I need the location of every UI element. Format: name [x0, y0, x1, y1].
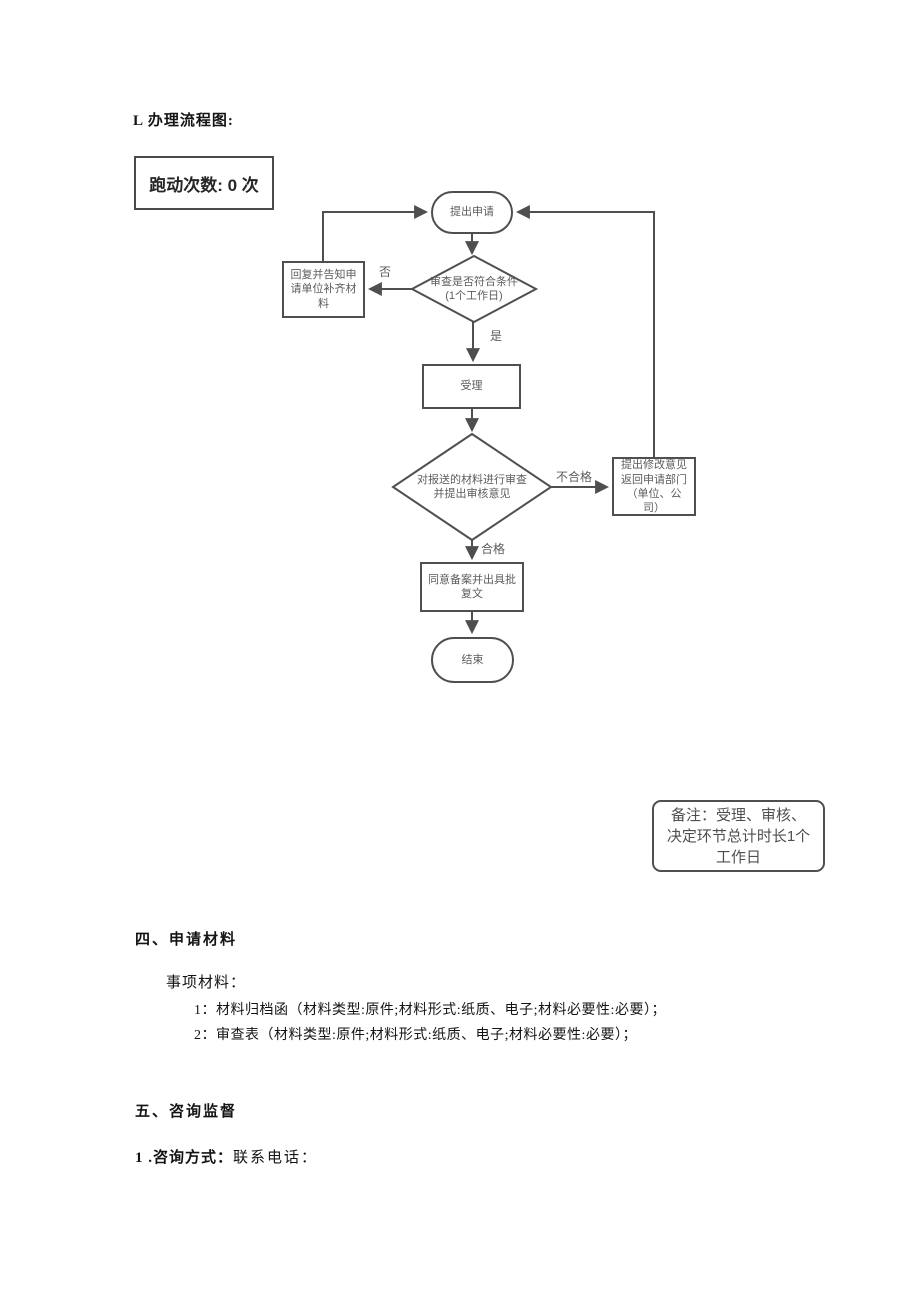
node-reply-line1: 回复并告知申 — [290, 269, 357, 282]
node-modify-box — [612, 457, 696, 516]
node-check1-line2: (1个工作日) — [445, 290, 503, 302]
node-check1-diamond — [409, 254, 539, 324]
consult-phone-label: 联系电话： — [233, 1150, 319, 1166]
section5-title: 五、咨询监督 — [135, 1104, 238, 1120]
node-reply-box — [282, 261, 365, 318]
run-count-label: 跑动次数: 0 次 — [149, 175, 259, 195]
note-line1: 备注：受理、审核、 — [670, 806, 806, 824]
node-end-shape — [431, 637, 514, 683]
edge-label-yes: 是 — [490, 329, 503, 343]
node-accept-box — [422, 364, 521, 409]
edge-modify-loop-to-start — [515, 205, 655, 458]
node-approve-label: 同意备案并出具批 复文 — [421, 566, 523, 608]
note-line3: 工作日 — [715, 848, 761, 866]
node-modify-line4: 司） — [643, 502, 665, 515]
node-reply-line2: 请单位补齐材 — [290, 283, 357, 296]
node-accept-label: 受理 — [460, 380, 483, 393]
note-line2: 决定环节总计时长1个 — [666, 827, 811, 845]
node-review-line1: 对报送的材料进行审查 — [417, 473, 527, 486]
node-start-shape — [431, 191, 513, 234]
consult-line: 1 .咨询方式：联系电话： — [135, 1146, 318, 1167]
consult-method-label: 1 .咨询方式： — [135, 1150, 234, 1166]
note-box: 备注：受理、审核、 决定环节总计时长1个 工作日 — [652, 800, 825, 872]
material-item-1: 1：材料归档函（材料类型:原件;材料形式:纸质、电子;材料必要性:必要）； — [194, 1003, 666, 1018]
node-modify-line2: 返回申请部门 — [621, 473, 687, 486]
node-review-diamond — [391, 432, 553, 542]
node-check1-line1: 审查是否符合条件 — [430, 275, 518, 288]
edge-label-no: 否 — [379, 265, 392, 279]
node-review-line2: 并提出审核意见 — [433, 488, 511, 500]
node-check1-label: 审查是否符合条件 (1个工作日) — [410, 268, 538, 310]
flowchart-canvas — [282, 191, 696, 683]
node-reply-label: 回复并告知申 请单位补齐材 料 — [287, 265, 360, 314]
edge-label-pass: 合格 — [481, 542, 506, 556]
node-review-label: 对报送的材料进行审查 并提出审核意见 — [390, 460, 554, 514]
flowchart-section-title: L 办理流程图: — [133, 113, 234, 129]
material-item-2: 2：审查表（材料类型:原件;材料形式:纸质、电子;材料必要性:必要）； — [194, 1028, 637, 1043]
node-reply-line3: 料 — [318, 297, 329, 310]
node-approve-box — [420, 562, 524, 612]
section4-title: 四、申请材料 — [135, 932, 238, 948]
run-count-box: 跑动次数: 0 次 — [134, 156, 274, 210]
node-modify-line3: （单位、公 — [626, 488, 682, 500]
node-modify-line1: 提出修改意见 — [621, 459, 687, 472]
node-approve-line2: 复文 — [461, 588, 483, 600]
section4-subtitle: 事项材料： — [166, 975, 247, 991]
node-end-label: 结束 — [461, 653, 484, 666]
node-start-label: 提出申请 — [450, 206, 494, 219]
edge-reply-loop-to-start — [322, 205, 429, 262]
node-approve-line1: 同意备案并出具批 — [428, 573, 516, 586]
node-modify-label: 提出修改意见 返回申请部门 （单位、公 司） — [617, 459, 691, 515]
edge-label-fail: 不合格 — [556, 470, 593, 484]
